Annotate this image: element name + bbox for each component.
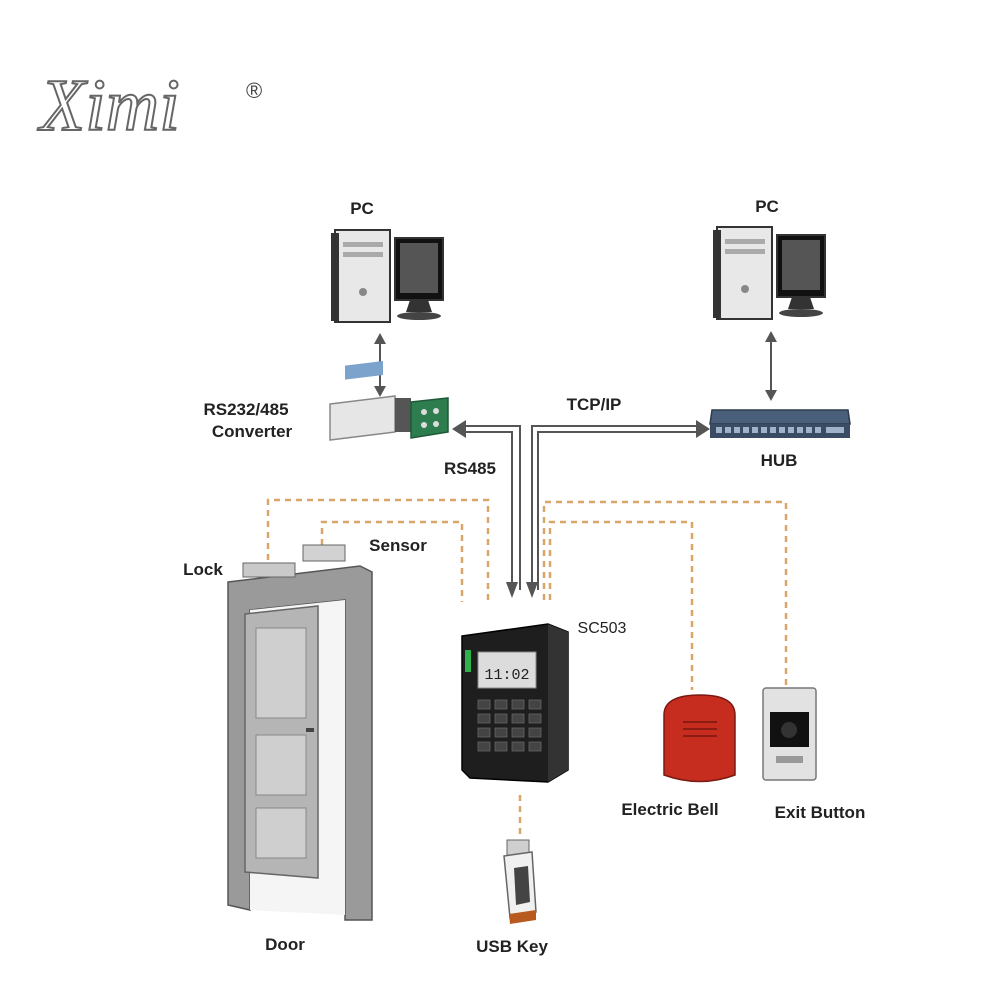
lock-wire (266, 498, 490, 600)
pc-right-label: PC (755, 197, 779, 216)
exit-button-wire (542, 500, 788, 690)
pc-left-label: PC (350, 199, 374, 218)
usb-key-icon (503, 839, 537, 924)
electric-bell-label: Electric Bell (621, 800, 718, 819)
pc-hub-link (765, 331, 777, 401)
network-hub-icon (709, 409, 851, 438)
converter-label-line1: RS232/485 (203, 400, 288, 419)
door-label: Door (265, 935, 305, 954)
access-controller-icon: 11:02 (461, 623, 569, 783)
converter-icon (329, 360, 449, 441)
computer-icon (713, 226, 826, 320)
brand-logo: Ximi ® (36, 64, 262, 148)
controller-screen-text: 11:02 (484, 667, 529, 684)
rs485-bus (452, 420, 521, 598)
electric-bell-icon (663, 694, 736, 783)
lock-label: Lock (183, 560, 223, 579)
brand-logo-text: Ximi (37, 65, 180, 147)
bell-wire (548, 520, 694, 690)
tcpip-label: TCP/IP (567, 395, 622, 414)
exit-button-label: Exit Button (775, 803, 866, 822)
usb-key-label: USB Key (476, 937, 548, 956)
sensor-label: Sensor (369, 536, 427, 555)
sensor-wire (320, 520, 464, 602)
registered-mark: ® (246, 78, 262, 103)
exit-button-icon (762, 687, 817, 781)
rs485-label: RS485 (444, 459, 496, 478)
hub-label: HUB (761, 451, 798, 470)
computer-icon (331, 229, 444, 323)
tcpip-bus (526, 420, 710, 598)
door-icon (227, 565, 373, 921)
door-sensor-icon (302, 544, 346, 562)
electric-lock-icon (242, 562, 296, 578)
controller-model-label: SC503 (578, 620, 627, 637)
converter-label-line2: Converter (212, 422, 293, 441)
